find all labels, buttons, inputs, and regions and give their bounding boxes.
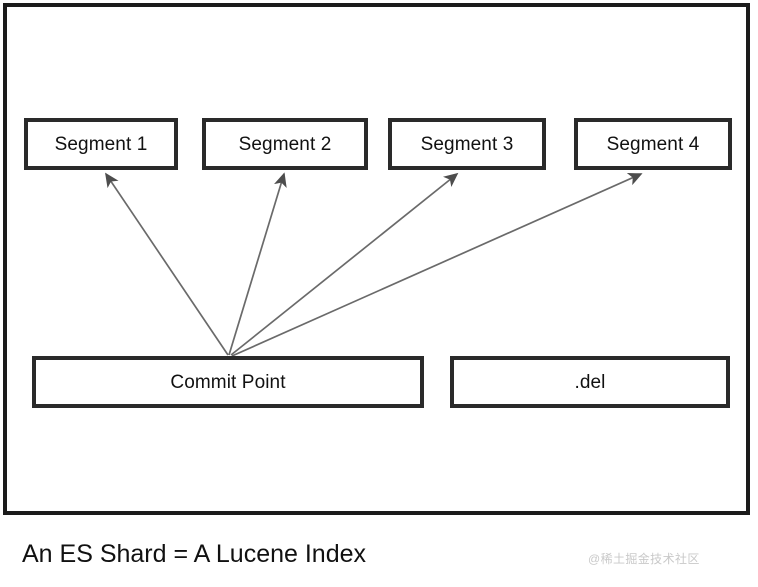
segment-label-1: Segment 1 <box>54 133 148 155</box>
commit-point-box[interactable]: Commit Point <box>32 356 424 408</box>
diagram-caption: An ES Shard = A Lucene Index <box>22 540 367 568</box>
segment-box-2[interactable]: Segment 2 <box>202 118 368 170</box>
segment-label-4: Segment 4 <box>606 133 700 155</box>
segment-box-4[interactable]: Segment 4 <box>574 118 732 170</box>
del-file-box[interactable]: .del <box>450 356 730 408</box>
lucene-index-frame <box>3 3 750 515</box>
watermark-text: @稀土掘金技术社区 <box>588 552 700 566</box>
commit-point-label: Commit Point <box>170 371 286 393</box>
segment-label-3: Segment 3 <box>420 133 514 155</box>
segment-label-2: Segment 2 <box>238 133 332 155</box>
segment-box-1[interactable]: Segment 1 <box>24 118 178 170</box>
del-file-label: .del <box>574 371 606 393</box>
segment-box-3[interactable]: Segment 3 <box>388 118 546 170</box>
